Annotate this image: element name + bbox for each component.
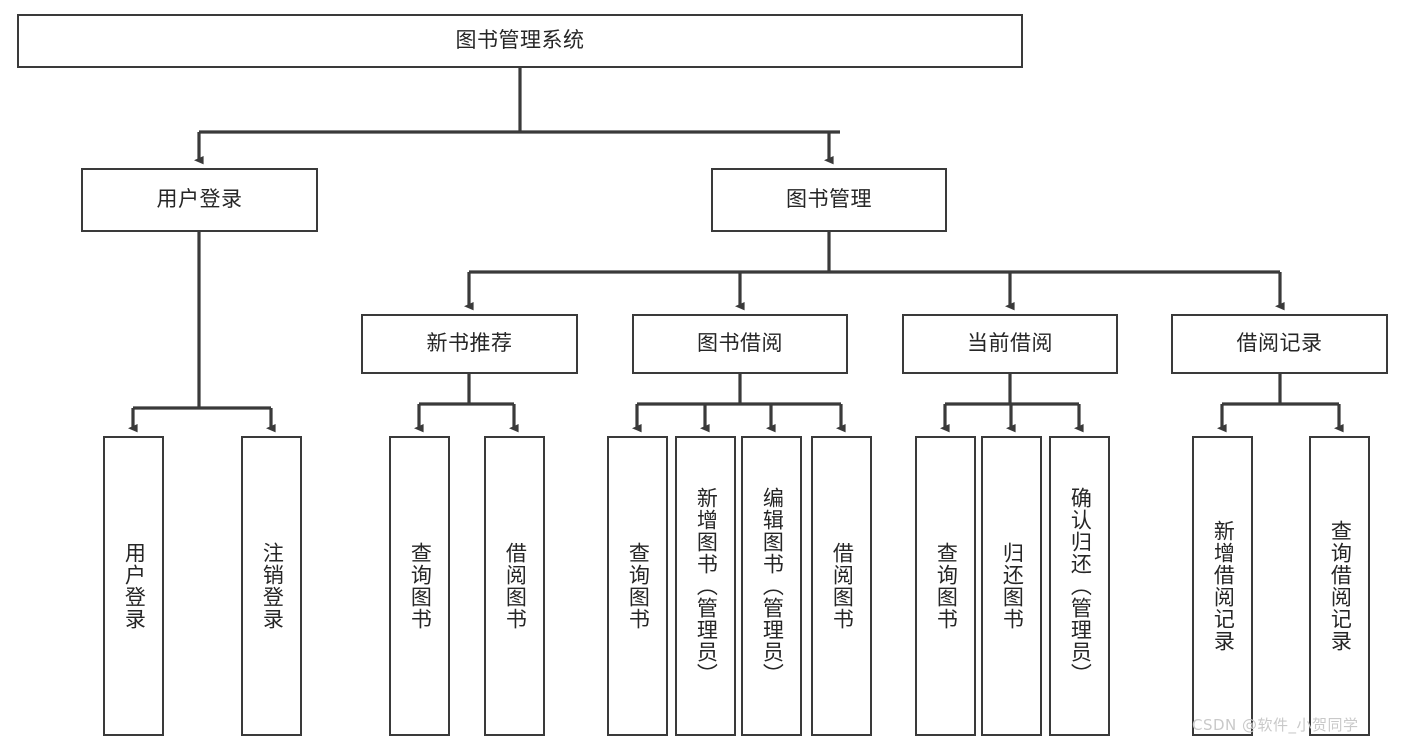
leaf-record-add-record[interactable]: 新增借阅记录 (1192, 436, 1253, 736)
leaf-logout-label: 注销登录 (260, 542, 285, 630)
leaf-newbook-borrow-book[interactable]: 借阅图书 (484, 436, 545, 736)
leaf-current-query-book-label: 查询图书 (934, 542, 959, 630)
node-user-login-label: 用户登录 (156, 187, 243, 212)
leaf-current-return-book[interactable]: 归还图书 (981, 436, 1042, 736)
node-borrow-record-label: 借阅记录 (1236, 331, 1323, 356)
node-user-login[interactable]: 用户登录 (81, 168, 318, 232)
node-root-label: 图书管理系统 (455, 28, 585, 53)
leaf-borrow-add-book-label: 新增图书（管理员） (694, 487, 719, 685)
node-borrow-record[interactable]: 借阅记录 (1171, 314, 1388, 374)
leaf-current-confirm-return[interactable]: 确认归还（管理员） (1049, 436, 1110, 736)
leaf-record-query-record[interactable]: 查询借阅记录 (1309, 436, 1370, 736)
leaf-newbook-borrow-book-label: 借阅图书 (503, 542, 528, 630)
leaf-newbook-query-book-label: 查询图书 (408, 542, 433, 630)
node-book-management[interactable]: 图书管理 (711, 168, 947, 232)
leaf-current-confirm-return-label: 确认归还（管理员） (1068, 487, 1093, 685)
node-current-borrow[interactable]: 当前借阅 (902, 314, 1118, 374)
node-book-management-label: 图书管理 (786, 187, 872, 212)
leaf-borrow-edit-book[interactable]: 编辑图书（管理员） (741, 436, 802, 736)
leaf-borrow-borrow-book[interactable]: 借阅图书 (811, 436, 872, 736)
leaf-current-return-book-label: 归还图书 (1000, 542, 1025, 630)
leaf-logout[interactable]: 注销登录 (241, 436, 302, 736)
leaf-borrow-query-book-label: 查询图书 (626, 542, 651, 630)
node-new-book-recommend-label: 新书推荐 (426, 331, 513, 356)
leaf-newbook-query-book[interactable]: 查询图书 (389, 436, 450, 736)
leaf-borrow-edit-book-label: 编辑图书（管理员） (760, 487, 785, 685)
node-book-borrow[interactable]: 图书借阅 (632, 314, 848, 374)
node-root[interactable]: 图书管理系统 (17, 14, 1023, 68)
node-new-book-recommend[interactable]: 新书推荐 (361, 314, 578, 374)
leaf-record-query-record-label: 查询借阅记录 (1328, 520, 1353, 652)
node-current-borrow-label: 当前借阅 (967, 331, 1053, 356)
leaf-current-query-book[interactable]: 查询图书 (915, 436, 976, 736)
leaf-user-login[interactable]: 用户登录 (103, 436, 164, 736)
leaf-borrow-query-book[interactable]: 查询图书 (607, 436, 668, 736)
leaf-borrow-borrow-book-label: 借阅图书 (830, 542, 855, 630)
leaf-user-login-label: 用户登录 (122, 542, 147, 630)
csdn-watermark: CSDN @软件_小贺同学 (1192, 716, 1359, 734)
leaf-record-add-record-label: 新增借阅记录 (1211, 520, 1236, 652)
node-book-borrow-label: 图书借阅 (697, 331, 783, 356)
leaf-borrow-add-book[interactable]: 新增图书（管理员） (675, 436, 736, 736)
